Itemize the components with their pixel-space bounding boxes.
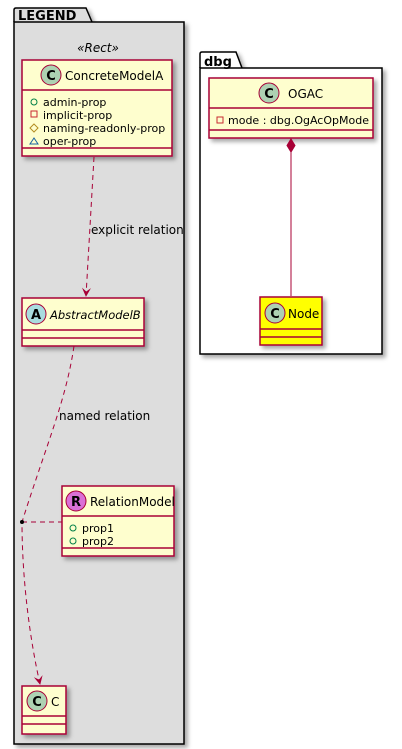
class-c[interactable]: C C <box>21 685 67 735</box>
private-marker-icon <box>216 116 224 124</box>
class-name: ConcreteModelA <box>65 69 164 83</box>
protected-marker-icon <box>29 123 39 133</box>
class-spot-letter: C <box>32 695 42 710</box>
class-spot-letter: C <box>270 307 280 322</box>
class-spot-icon <box>40 64 62 86</box>
public-marker-icon <box>30 98 38 106</box>
named-relation-label: named relation <box>59 409 150 423</box>
field-label: naming-readonly-prop <box>43 122 165 135</box>
package-marker-icon <box>29 137 39 145</box>
composition-diamond-icon <box>286 138 296 153</box>
class-name: C <box>51 695 59 709</box>
class-spot-icon <box>264 302 286 324</box>
class-spot-letter: R <box>71 495 81 510</box>
field-label: implicit-prop <box>43 109 112 122</box>
class-name: RelationModel <box>90 495 175 509</box>
class-concrete-model-a[interactable]: C ConcreteModelA admin-prop implicit-pro… <box>21 59 173 157</box>
class-node[interactable]: C Node <box>259 296 323 346</box>
class-ogac[interactable]: C OGAC mode : dbg.OgAcOpMode <box>208 77 374 139</box>
class-name: AbstractModelB <box>49 308 141 322</box>
class-spot-letter: C <box>264 87 274 102</box>
abstract-spot-icon <box>25 303 47 325</box>
field-label: mode : dbg.OgAcOpMode <box>228 114 369 127</box>
explicit-relation-label: explicit relation <box>91 223 184 237</box>
public-marker-icon <box>69 537 77 545</box>
legend-stereotype: «Rect» <box>77 41 119 55</box>
field-label: admin-prop <box>43 96 106 109</box>
dbg-package-title: dbg <box>204 55 232 70</box>
class-spot-icon <box>258 82 280 104</box>
private-marker-icon <box>30 110 38 118</box>
class-name: Node <box>288 307 319 321</box>
field-label: prop2 <box>82 535 114 548</box>
class-abstract-model-b[interactable]: A AbstractModelB <box>21 297 145 347</box>
class-spot-letter: C <box>46 69 56 84</box>
class-relation-model[interactable]: R RelationModel prop1 prop2 <box>61 485 175 557</box>
public-marker-icon <box>69 524 77 532</box>
relation-spot-icon <box>65 490 87 512</box>
class-spot-icon <box>26 690 48 712</box>
class-spot-letter: A <box>31 308 41 323</box>
class-name: OGAC <box>288 87 323 101</box>
field-label: oper-prop <box>43 135 96 148</box>
legend-package-title: LEGEND <box>18 9 77 24</box>
field-label: prop1 <box>82 522 114 535</box>
relation-junction-dot <box>20 520 24 524</box>
